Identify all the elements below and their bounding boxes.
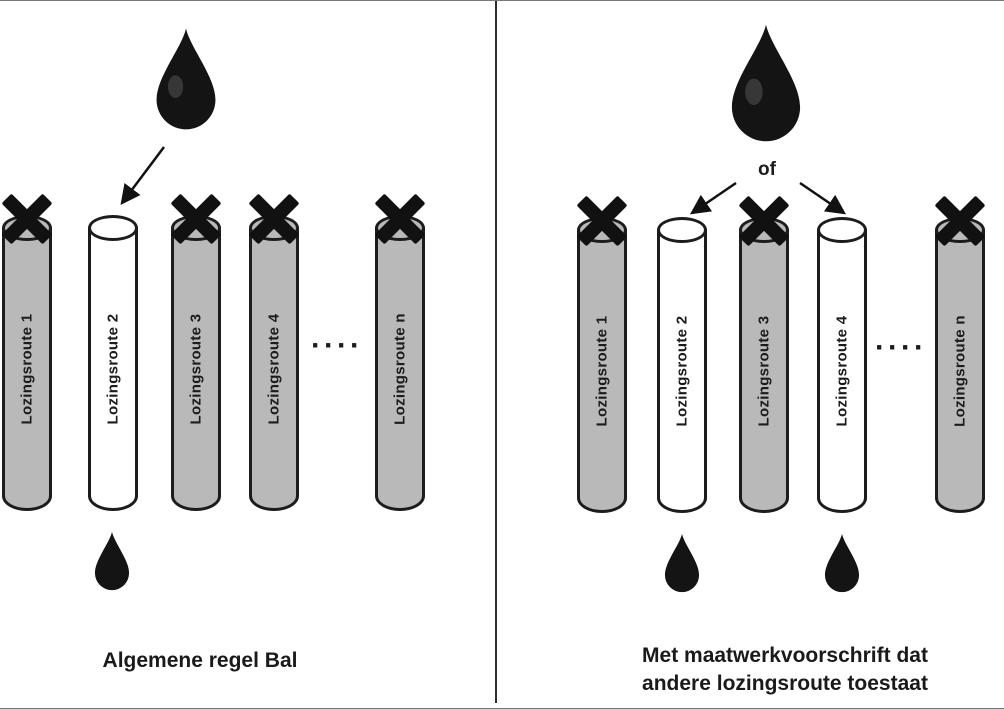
tube-lozingsroute-1: Lozingsroute 1 bbox=[577, 217, 627, 513]
tube-lozingsroute-2: Lozingsroute 2 bbox=[88, 215, 138, 511]
tube-body bbox=[739, 230, 789, 513]
discharge-drop-icon bbox=[664, 533, 700, 593]
right-caption-line2: andere lozingsroute toestaat bbox=[642, 672, 928, 696]
tube-lozingsroute-3: Lozingsroute 3 bbox=[739, 217, 789, 513]
left-caption: Algemene regel Bal bbox=[102, 649, 298, 672]
tube-label: Lozingsroute 3 bbox=[187, 313, 205, 425]
tube-body bbox=[171, 228, 221, 511]
blocked-x-icon bbox=[373, 192, 427, 246]
tube-body bbox=[577, 230, 627, 513]
tube-lozingsroute-n: Lozingsroute n bbox=[375, 215, 425, 511]
blocked-x-icon bbox=[933, 194, 987, 248]
blocked-x-icon bbox=[737, 194, 791, 248]
tube-rim bbox=[657, 217, 707, 243]
water-drop-icon bbox=[156, 28, 216, 130]
tube-rim bbox=[88, 215, 138, 241]
arrow-to-route4-icon bbox=[799, 181, 847, 215]
tube-body bbox=[657, 230, 707, 513]
tube-body bbox=[935, 230, 985, 513]
tube-lozingsroute-4: Lozingsroute 4 bbox=[249, 215, 299, 511]
right-caption-line1: Met maatwerkvoorschrift dat bbox=[642, 644, 928, 667]
tube-body bbox=[249, 228, 299, 511]
discharge-drop-icon bbox=[824, 533, 860, 593]
tube-lozingsroute-4: Lozingsroute 4 bbox=[817, 217, 867, 513]
tube-label: Lozingsroute 2 bbox=[673, 315, 691, 427]
tube-label: Lozingsroute 1 bbox=[593, 315, 611, 427]
tube-rim bbox=[817, 217, 867, 243]
tube-lozingsroute-n: Lozingsroute n bbox=[935, 217, 985, 513]
blocked-x-icon bbox=[0, 192, 54, 246]
water-drop-icon bbox=[731, 24, 801, 142]
tube-label: Lozingsroute 1 bbox=[18, 313, 36, 425]
tube-body bbox=[817, 230, 867, 513]
tube-lozingsroute-3: Lozingsroute 3 bbox=[171, 215, 221, 511]
arrow-to-route2-icon bbox=[689, 181, 737, 215]
panel-divider bbox=[495, 1, 497, 703]
arrow-to-route2-icon bbox=[120, 146, 165, 205]
tube-label: Lozingsroute n bbox=[951, 315, 969, 427]
tube-label: Lozingsroute 3 bbox=[755, 315, 773, 427]
tube-label: Lozingsroute n bbox=[391, 313, 409, 425]
right-caption: Met maatwerkvoorschrift dat andere lozin… bbox=[565, 642, 1004, 699]
blocked-x-icon bbox=[169, 192, 223, 246]
tube-lozingsroute-1: Lozingsroute 1 bbox=[2, 215, 52, 511]
tube-label: Lozingsroute 2 bbox=[104, 313, 122, 425]
of-label: of bbox=[758, 159, 776, 180]
tube-body bbox=[2, 228, 52, 511]
blocked-x-icon bbox=[247, 192, 301, 246]
tube-label: Lozingsroute 4 bbox=[833, 315, 851, 427]
ellipsis-dots: ···· bbox=[875, 331, 927, 364]
tube-body bbox=[375, 228, 425, 511]
blocked-x-icon bbox=[575, 194, 629, 248]
tube-body bbox=[88, 228, 138, 511]
discharge-drop-icon bbox=[94, 531, 130, 591]
tube-label: Lozingsroute 4 bbox=[265, 313, 283, 425]
tube-lozingsroute-2: Lozingsroute 2 bbox=[657, 217, 707, 513]
ellipsis-dots: ···· bbox=[311, 329, 363, 362]
